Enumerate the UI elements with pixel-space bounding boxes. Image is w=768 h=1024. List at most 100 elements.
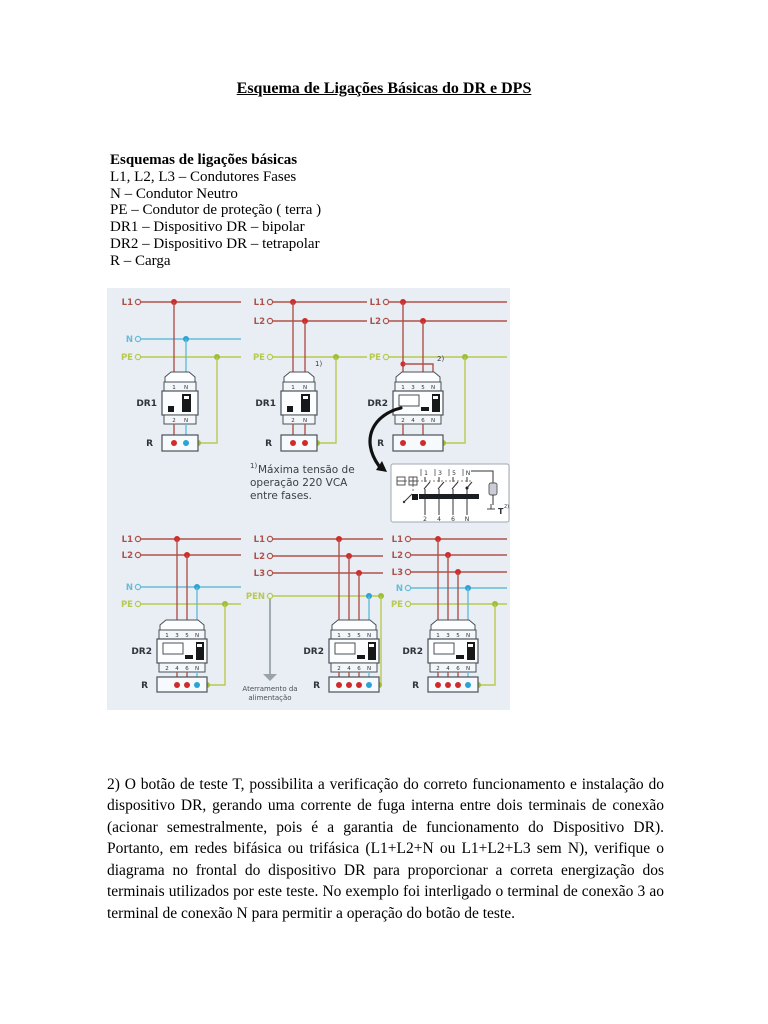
svg-text:L2: L2 — [392, 551, 403, 561]
legend-item: N – Condutor Neutro — [110, 185, 238, 202]
svg-text:1: 1 — [291, 385, 295, 391]
svg-text:DR2: DR2 — [402, 647, 423, 657]
svg-text:PE: PE — [121, 600, 133, 610]
svg-text:N: N — [431, 385, 435, 391]
svg-text:L1: L1 — [392, 535, 403, 545]
svg-text:2: 2 — [165, 666, 169, 672]
svg-text:operação 220 VCA: operação 220 VCA — [250, 477, 348, 489]
svg-text:R: R — [313, 681, 320, 691]
svg-text:N: N — [466, 666, 470, 672]
svg-text:6: 6 — [185, 666, 189, 672]
svg-text:N: N — [303, 418, 307, 424]
detail-arrow — [368, 406, 403, 472]
legend-item: R – Carga — [110, 252, 171, 269]
svg-text:N: N — [431, 418, 435, 424]
legend-block: Esquemas de ligações básicas L1, L2, L3 … — [110, 152, 321, 270]
svg-text:2: 2 — [291, 418, 295, 424]
svg-text:3: 3 — [175, 633, 179, 639]
svg-text:PE: PE — [121, 353, 133, 363]
svg-text:2: 2 — [337, 666, 341, 672]
note-paragraph: 2) O botão de teste T, possibilita a ver… — [107, 775, 664, 923]
svg-text:DR2: DR2 — [367, 399, 388, 409]
svg-text:1: 1 — [337, 633, 341, 639]
svg-text:N: N — [396, 584, 403, 594]
svg-text:5: 5 — [421, 385, 425, 391]
svg-text:T: T — [498, 507, 504, 516]
svg-text:DR1: DR1 — [136, 399, 157, 409]
svg-text:N: N — [367, 666, 371, 672]
svg-text:3: 3 — [446, 633, 450, 639]
svg-text:L2: L2 — [122, 551, 133, 561]
svg-text:N: N — [184, 385, 188, 391]
svg-text:N: N — [195, 633, 199, 639]
svg-text:1: 1 — [165, 633, 169, 639]
svg-text:2: 2 — [423, 516, 427, 523]
svg-text:N: N — [367, 633, 371, 639]
svg-text:3: 3 — [347, 633, 351, 639]
svg-text:1: 1 — [436, 633, 440, 639]
svg-text:R: R — [412, 681, 419, 691]
page-title-text: Esquema de Ligações Básicas do DR e DPS — [236, 80, 532, 97]
svg-text:6: 6 — [421, 418, 425, 424]
svg-text:entre fases.: entre fases. — [250, 490, 312, 502]
svg-text:4: 4 — [347, 666, 351, 672]
svg-text:4: 4 — [411, 418, 415, 424]
svg-text:R: R — [265, 439, 272, 449]
legend-heading: Esquemas de ligações básicas — [110, 152, 298, 168]
svg-text:2: 2 — [436, 666, 440, 672]
svg-text:L2: L2 — [254, 552, 265, 562]
svg-text:L3: L3 — [392, 568, 403, 578]
svg-text:R: R — [146, 439, 153, 449]
svg-text:4: 4 — [437, 516, 441, 523]
svg-text:PE: PE — [253, 353, 265, 363]
svg-text:N: N — [466, 633, 470, 639]
legend-item: DR2 – Dispositivo DR – tetrapolar — [110, 235, 320, 252]
svg-text:Aterramento da: Aterramento da — [242, 685, 297, 693]
svg-text:N: N — [465, 516, 470, 523]
svg-text:2): 2) — [437, 355, 444, 363]
svg-text:DR2: DR2 — [131, 647, 152, 657]
svg-text:5: 5 — [456, 633, 460, 639]
svg-text:PE: PE — [369, 353, 381, 363]
svg-text:6: 6 — [357, 666, 361, 672]
svg-text:Máxima tensão de: Máxima tensão de — [258, 464, 355, 476]
svg-text:1: 1 — [401, 385, 405, 391]
svg-text:L1: L1 — [370, 298, 381, 308]
svg-text:DR2: DR2 — [303, 647, 324, 657]
page-title: Esquema de Ligações Básicas do DR e DPS — [0, 80, 768, 98]
svg-text:N: N — [466, 470, 471, 477]
svg-text:5: 5 — [185, 633, 189, 639]
legend-item: DR1 – Dispositivo DR – bipolar — [110, 219, 305, 236]
svg-text:alimentação: alimentação — [248, 694, 291, 702]
svg-text:L1: L1 — [254, 298, 265, 308]
svg-text:PE: PE — [391, 600, 403, 610]
svg-text:L3: L3 — [254, 569, 265, 579]
svg-text:1: 1 — [424, 470, 428, 477]
svg-text:N: N — [126, 335, 133, 345]
legend-item: L1, L2, L3 – Condutores Fases — [110, 168, 297, 185]
svg-text:R: R — [141, 681, 148, 691]
svg-text:5: 5 — [452, 470, 456, 477]
legend-item: PE – Condutor de proteção ( terra ) — [110, 202, 322, 219]
svg-text:L2: L2 — [370, 317, 381, 327]
svg-text:1): 1) — [315, 360, 322, 368]
svg-text:DR1: DR1 — [255, 399, 276, 409]
svg-text:6: 6 — [456, 666, 460, 672]
svg-text:L1: L1 — [254, 535, 265, 545]
svg-text:5: 5 — [357, 633, 361, 639]
svg-text:4: 4 — [175, 666, 179, 672]
svg-text:1: 1 — [172, 385, 176, 391]
svg-text:L2: L2 — [254, 317, 265, 327]
svg-text:PEN: PEN — [246, 592, 265, 602]
svg-text:N: N — [195, 666, 199, 672]
svg-text:3: 3 — [438, 470, 442, 477]
